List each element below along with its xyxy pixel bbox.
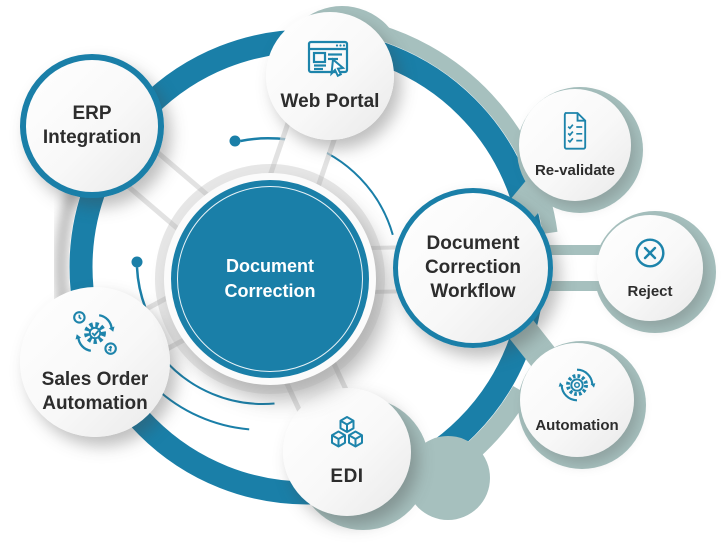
node-revalidate: Re-validate (519, 89, 631, 201)
node-edi: EDI (283, 388, 411, 516)
web-portal-label: Web Portal (280, 90, 380, 112)
thin-arc-bottom-inner (161, 356, 275, 405)
edi-label: EDI (330, 465, 364, 487)
node-sales-order-automation: Sales Order Automation (20, 287, 170, 437)
sales-order-automation-label: Sales Order Automation (41, 368, 149, 414)
gear-arrows-icon (556, 364, 598, 411)
node-reject: Reject (597, 215, 703, 321)
pin-dot-top (229, 135, 241, 147)
process-sync-icon (70, 308, 120, 363)
node-document-correction-hub: Document Correction (164, 173, 376, 385)
automation-label: Automation (535, 417, 619, 435)
node-erp-integration: ERP Integration (20, 54, 164, 198)
node-automation: Automation (520, 343, 634, 457)
document-correction-label: Document Correction (224, 255, 316, 301)
document-correction-workflow-label: Document Correction Workflow (424, 232, 522, 303)
browser-cursor-icon (306, 38, 354, 85)
node-web-portal: Web Portal (266, 12, 394, 140)
pin-dot-left (131, 256, 143, 268)
node-document-correction-workflow: Document Correction Workflow (393, 188, 553, 348)
circle-x-icon (631, 234, 669, 277)
erp-integration-label: ERP Integration (42, 102, 142, 148)
thin-arc-bottom-outer (154, 386, 250, 431)
document-checklist-icon (558, 109, 592, 156)
reject-label: Reject (627, 283, 673, 301)
sage-blob-bottom (406, 436, 490, 520)
revalidate-label: Re-validate (534, 162, 616, 180)
cubes-icon (323, 415, 371, 460)
